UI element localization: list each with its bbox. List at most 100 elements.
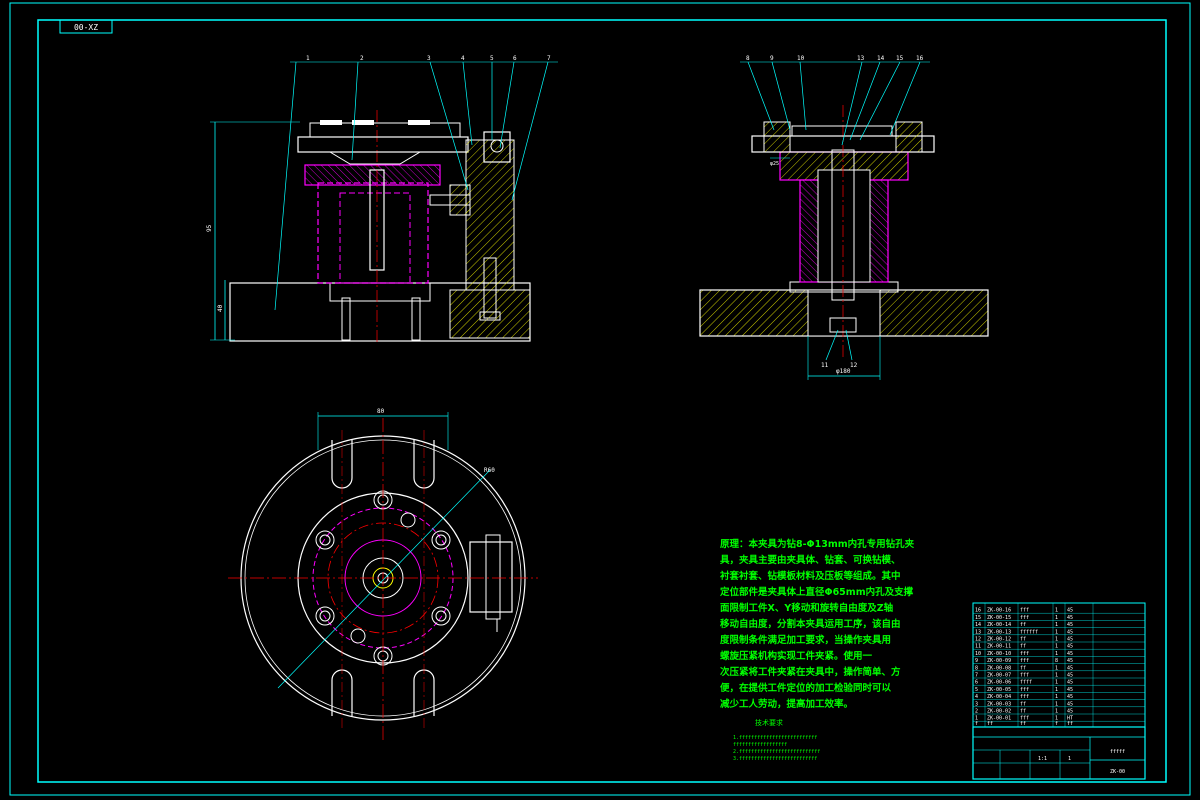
requirement-line-4: 3.ffffffffffffffffffffffffff xyxy=(733,756,817,762)
parts-cell: 1 xyxy=(1055,622,1058,628)
parts-cell: fff xyxy=(1020,658,1029,664)
parts-cell: ZK-00-02 xyxy=(987,709,1011,715)
note-line-10: 便，在提供工件定位的加工检验同时可以 xyxy=(720,682,892,694)
parts-cell: 8 xyxy=(975,665,978,671)
parts-cell: fff xyxy=(1020,673,1029,679)
parts-cell: ZK-00-12 xyxy=(987,637,1011,643)
front-height-value: 95 xyxy=(206,224,213,232)
note-line-9: 次压紧将工件夹紧在夹具中，操作简单、方 xyxy=(720,666,901,678)
side-bottom-dimension: φ180 φ25 xyxy=(770,157,881,380)
top-view: 80 R60 xyxy=(228,408,538,740)
top-radius-leader: R60 xyxy=(277,467,495,689)
top-width-dimension: 80 xyxy=(317,408,449,450)
top-slot-dim-value: 80 xyxy=(377,408,385,415)
side-base-dim-value: φ180 xyxy=(836,368,851,375)
requirements-title: 技术要求 xyxy=(755,718,783,727)
side-balloon-9: 9 xyxy=(770,55,774,62)
parts-cell: ZK-00-14 xyxy=(987,622,1011,628)
parts-cell: 5 xyxy=(975,687,978,693)
parts-cell: ff xyxy=(1020,637,1026,643)
parts-cell: 14 xyxy=(975,622,981,628)
parts-cell: 1 xyxy=(1055,709,1058,715)
parts-cell: fff xyxy=(1020,687,1029,693)
parts-cell: ZK-00-06 xyxy=(987,680,1011,686)
parts-cell: ZK-00-15 xyxy=(987,615,1011,621)
balloon-label: 6 xyxy=(513,55,517,62)
parts-cell: 1 xyxy=(1055,644,1058,650)
parts-cell: fff xyxy=(1020,694,1029,700)
code-box-text: 00-XZ xyxy=(74,23,98,32)
parts-cell: ff xyxy=(1020,644,1026,650)
requirement-line-1: 1.ffffffffffffffffffffffffff xyxy=(733,735,817,741)
parts-cell: ZK-00-03 xyxy=(987,701,1011,707)
title-block-name: fffff xyxy=(1110,749,1125,755)
note-line-8: 螺旋压紧机构实现工件夹紧。使用一 xyxy=(720,650,873,662)
balloon-label: 4 xyxy=(461,55,465,62)
parts-cell: 45 xyxy=(1067,622,1073,628)
title-block-scale: 1:1 xyxy=(1038,756,1047,762)
parts-cell: 1 xyxy=(1055,665,1058,671)
parts-cell: ff xyxy=(1020,701,1026,707)
parts-cell: 1 xyxy=(1055,608,1058,614)
title-block-drawing-no: ZK-00 xyxy=(1110,769,1125,775)
front-height-dimension: 95 40 xyxy=(206,121,300,341)
side-balloon-14: 14 xyxy=(877,55,885,62)
parts-header-cell: ff xyxy=(1067,721,1073,727)
note-line-6: 移动自由度，分割本夹具运用工序，该自由 xyxy=(720,618,901,630)
side-balloon-16: 16 xyxy=(916,55,924,62)
note-line-5: 面限制工件X、Y移动和旋转自由度及Z轴 xyxy=(720,602,894,614)
parts-header-cell: f xyxy=(975,721,978,727)
parts-cell: 45 xyxy=(1067,680,1073,686)
parts-cell: 45 xyxy=(1067,658,1073,664)
balloon-label: 5 xyxy=(490,55,494,62)
parts-cell: 45 xyxy=(1067,615,1073,621)
title-block-sheet: 1 xyxy=(1068,756,1071,762)
parts-cell: 1 xyxy=(975,716,978,722)
front-leaders xyxy=(274,61,558,311)
balloon-label: 3 xyxy=(427,55,431,62)
front-balloon-3: 3 xyxy=(427,55,431,62)
side-balloon-8: 8 xyxy=(746,55,750,62)
parts-cell: 45 xyxy=(1067,673,1073,679)
parts-cell: ZK-00-05 xyxy=(987,687,1011,693)
parts-cell: 1 xyxy=(1055,701,1058,707)
parts-cell: 45 xyxy=(1067,709,1073,715)
note-line-11: 减少工人劳动，提高加工效率。 xyxy=(720,698,853,710)
parts-cell: 45 xyxy=(1067,644,1073,650)
drawing-frame xyxy=(9,2,1191,796)
parts-cell: 12 xyxy=(975,637,981,643)
parts-cell: 45 xyxy=(1067,665,1073,671)
front-balloon-7: 7 xyxy=(547,55,551,62)
note-line-3: 衬套衬套、钻模板材料及压板等组成。其中 xyxy=(720,570,901,582)
parts-cell: ZK-00-09 xyxy=(987,658,1011,664)
parts-cell: 45 xyxy=(1067,637,1073,643)
requirement-line-2: ffffffffffffffffff xyxy=(733,742,787,748)
design-notes: 原理：本夹具为钻8-Φ13mm内孔专用钻孔夹 具，夹具主要由夹具体、钻套、可换钻… xyxy=(719,538,915,710)
parts-cell: ff xyxy=(1020,622,1026,628)
note-line-7: 度限制条件满足加工要求，当操作夹具用 xyxy=(720,634,891,646)
parts-cell: 1 xyxy=(1055,615,1058,621)
balloon-label: 1 xyxy=(306,55,310,62)
parts-cell: 15 xyxy=(975,615,981,621)
parts-cell: 6 xyxy=(975,680,978,686)
parts-cell: 7 xyxy=(975,673,978,679)
parts-cell: 45 xyxy=(1067,701,1073,707)
front-balloon-2: 2 xyxy=(360,55,364,62)
parts-cell: 1 xyxy=(1055,716,1058,722)
parts-cell: ZK-00-11 xyxy=(987,644,1011,650)
parts-cell: 1 xyxy=(1055,687,1058,693)
side-bore-dim-value: φ25 xyxy=(770,161,779,167)
front-balloon-4: 4 xyxy=(461,55,465,62)
parts-cell: 13 xyxy=(975,629,981,635)
parts-cell: 1 xyxy=(1055,637,1058,643)
parts-cell: 16 xyxy=(975,608,981,614)
parts-cell: fff xyxy=(1020,615,1029,621)
side-view: φ180 φ25 8 9 10 13 14 15 16 11 12 xyxy=(699,55,989,380)
note-line-4: 定位部件是夹具体上直径Φ65mm内孔及支撑 xyxy=(719,586,914,598)
code-box: 00-XZ xyxy=(59,19,113,34)
parts-cell: ZK-00-07 xyxy=(987,673,1011,679)
parts-cell: 4 xyxy=(975,694,978,700)
parts-cell: 1 xyxy=(1055,673,1058,679)
parts-cell: fff xyxy=(1020,716,1029,722)
